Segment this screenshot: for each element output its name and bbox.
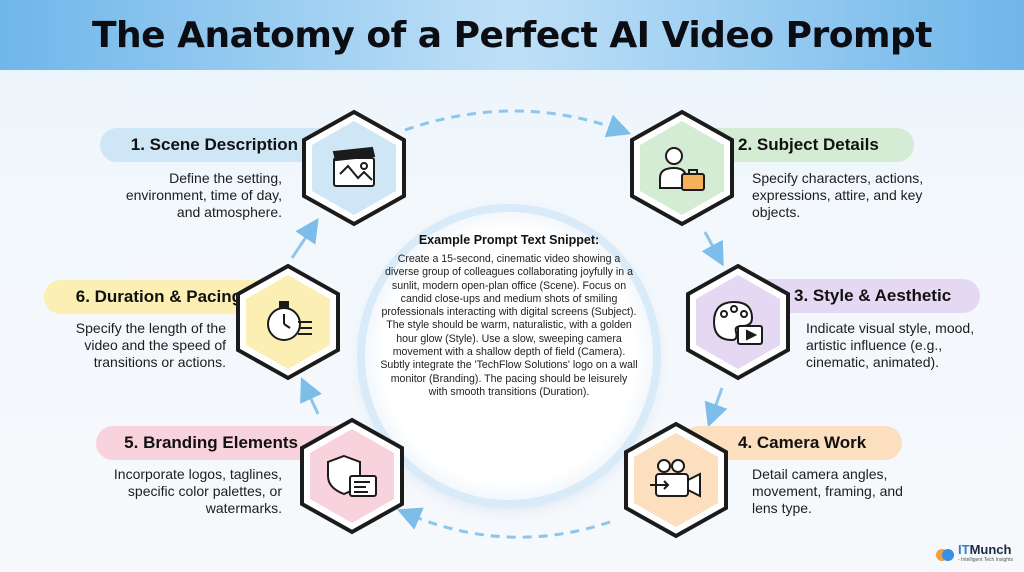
person-briefcase-icon [659, 147, 705, 191]
step-3-hexagon [682, 262, 794, 382]
video-camera-icon [650, 459, 701, 498]
logo-shield-icon [327, 454, 377, 497]
step-5-label: 5. Branding Elements [96, 426, 350, 460]
snippet-body: Create a 15-second, cinematic video show… [380, 253, 638, 398]
stopwatch-icon [267, 301, 312, 341]
clapperboard-icon [332, 146, 376, 187]
snippet-title: Example Prompt Text Snippet: [418, 233, 600, 247]
step-1-description: Define the setting, environment, time of… [125, 170, 282, 220]
step-1-hexagon [298, 108, 410, 228]
prompt-snippet: Example Prompt Text Snippet: Create a 15… [380, 233, 638, 399]
brand-tagline: - Intelligent Tech Insights [958, 557, 1013, 563]
brand-name: ITMunch [958, 542, 1012, 557]
step-6-description: Specify the length of the video and the … [75, 320, 226, 370]
arrow-6-to-1 [290, 218, 319, 259]
step-4-hexagon [620, 420, 732, 540]
palette-film-icon [712, 300, 763, 345]
step-6-hexagon [232, 262, 344, 382]
arrow-2-to-3 [701, 231, 724, 267]
itmunch-logo: ITMunch - Intelligent Tech Insights [935, 542, 1013, 565]
brain-logo-icon [936, 549, 954, 561]
step-4-description: Detail camera angles, movement, framing,… [752, 466, 903, 516]
step-2-hexagon [626, 108, 738, 228]
arrow-4-to-5 [396, 507, 611, 539]
arrow-1-to-2 [404, 109, 632, 138]
center-circle [365, 212, 653, 500]
step-2-description: Specify characters, actions, expressions… [752, 170, 924, 220]
step-3-description: Indicate visual style, mood, artistic in… [806, 320, 975, 370]
step-5-description: Incorporate logos, taglines, specific co… [113, 466, 282, 516]
step-5-hexagon [296, 416, 408, 536]
arrow-5-to-6 [300, 377, 322, 415]
arrow-3-to-4 [704, 387, 728, 428]
page-title: The Anatomy of a Perfect AI Video Prompt [91, 14, 933, 56]
title-banner: The Anatomy of a Perfect AI Video Prompt [0, 0, 1024, 70]
